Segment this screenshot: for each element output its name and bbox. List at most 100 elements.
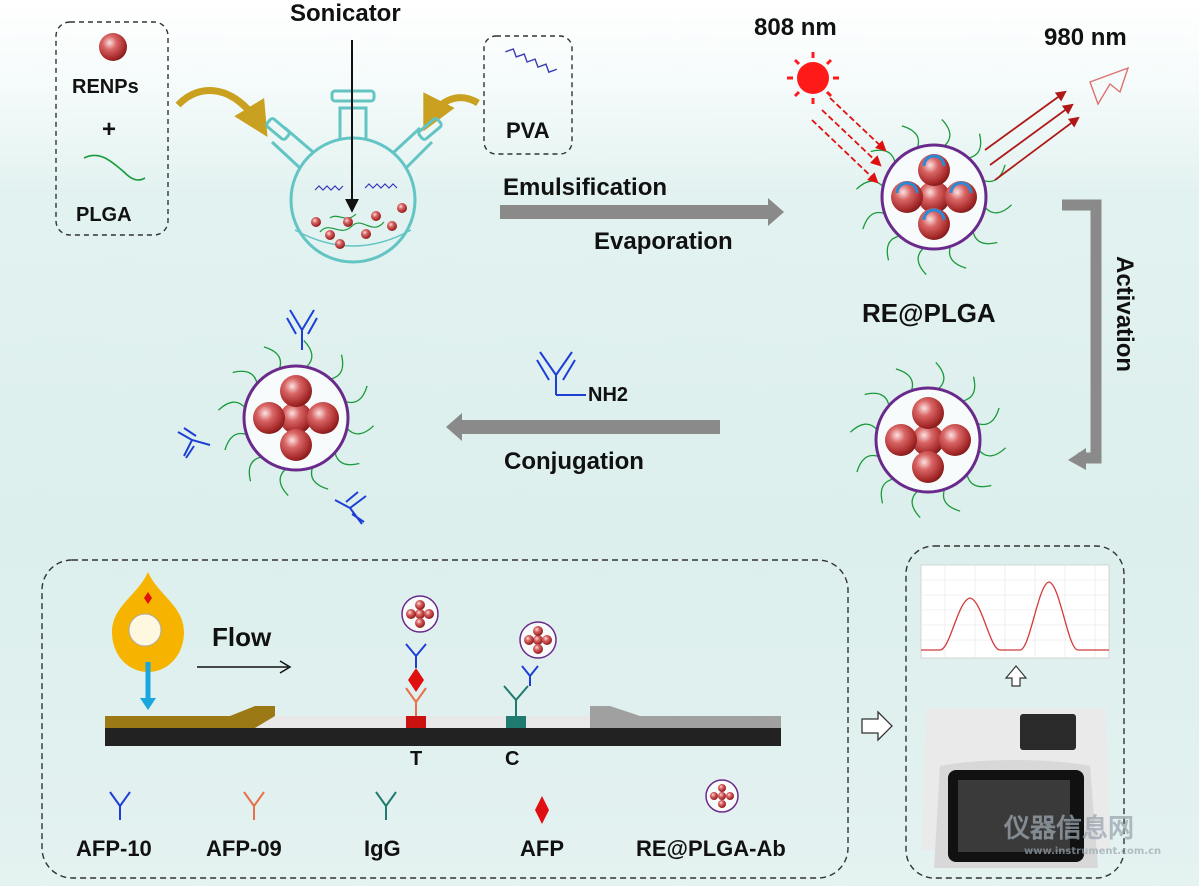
polymer-chain [962,376,976,402]
re-plga-particle-icon [880,143,988,251]
polymer-chain [263,346,282,369]
to-reader-arrow-icon [861,710,893,742]
polymer-chain [911,490,921,519]
polymer-chain [345,385,368,404]
polymer-chain [978,447,1007,457]
polymer-chain [968,133,982,159]
polymer-chain [984,204,1013,214]
watermark-url: www.instrument.com.cn [1024,846,1162,857]
conjugated-chains [217,339,375,497]
polymer-chain [870,149,896,163]
flow-arrowhead-icon [279,660,292,674]
c-line-capture-complex [503,621,557,716]
antibody-icon [177,309,367,525]
polymer-chain [948,246,967,269]
polymer-chain [849,423,878,433]
conjugated-particle-icon [242,364,350,472]
polymer-chain [977,407,1000,426]
polymer-chain [880,478,894,504]
watermark-brand: 仪器信息网 [1004,814,1135,844]
activated-chains [849,361,1007,519]
polymer-chain [232,370,258,384]
legend-label-igg: IgG [364,836,401,861]
control-line-label: C [505,748,520,770]
incident-light-arrows [811,97,887,184]
detector-icon [1089,66,1130,106]
legend-icons [109,779,739,824]
fluorescence-spectrum-plot [920,564,1110,659]
polymer-chain [303,339,313,368]
polymer-chain [334,452,360,466]
renp-particle-icon [99,33,127,61]
wavelength-980-label: 980 nm [1044,24,1127,51]
polymer-chain [217,401,246,411]
polymer-chain [972,231,998,245]
activation-arrow-head-icon [1068,448,1086,470]
activation-label: Activation [1111,256,1138,373]
renps-label: RENPs [72,76,139,98]
activated-particle-icon [874,386,982,494]
wavelength-808-label: 808 nm [754,14,837,41]
test-line [406,716,426,728]
polymer-chain [862,211,885,230]
reader-panel [905,545,1125,879]
lateral-flow-panel [41,559,849,879]
emulsification-arrow-icon [500,198,784,226]
polymer-chain [886,235,900,261]
polymer-chain [917,247,927,276]
control-line [506,716,526,728]
fluorescence-reader-device-icon [922,708,1110,868]
polymer-chain [856,454,879,473]
sample-flow-arrowhead-icon [140,698,156,710]
add-pva-arrow-icon [423,92,480,132]
polymer-chain [279,468,289,497]
polymer-chain [224,432,247,451]
polymer-chain [310,467,329,490]
polymer-chain [248,456,262,482]
flow-label: Flow [212,622,272,652]
sonicator-label: Sonicator [290,0,401,27]
t-line-capture-complex [401,595,439,716]
drop-particle-icon [128,613,162,647]
reagent-box-renps-plga [55,21,169,236]
emulsification-label: Emulsification [503,174,668,201]
polymer-chain [935,361,945,390]
pva-chain-icon [505,48,558,74]
test-line-label: T [410,748,423,770]
antibody-nh2-icon [536,351,586,396]
emission-light-arrows [984,90,1080,181]
legend-label-re-plga-ab: RE@PLGA-Ab [636,836,786,861]
pva-label: PVA [506,118,550,143]
flask-contents [311,183,407,249]
nh2-label: NH2 [588,384,629,406]
polymer-chain [941,118,951,147]
legend-label-afp: AFP [520,836,564,861]
plus-label: + [102,116,117,143]
polymer-chain [864,392,890,406]
conjugation-arrow-icon [446,413,720,441]
polymer-chain [330,354,344,380]
polymer-chain [983,164,1006,183]
laser-808-source-icon [787,52,839,104]
evaporation-label: Evaporation [594,228,733,255]
polymer-chain [855,180,884,190]
reagent-box-pva [483,35,573,155]
legend-label-afp09: AFP-09 [206,836,282,861]
plga-chain-icon [83,154,146,181]
polymer-chain [966,474,992,488]
legend-label-afp10: AFP-10 [76,836,152,861]
polymer-chain [901,125,920,148]
test-strip [105,706,781,746]
polymer-chain [942,489,961,512]
plga-label: PLGA [76,204,132,226]
drop-afp-icon [144,592,152,604]
conjugation-label: Conjugation [504,448,644,475]
three-neck-flask-icon [265,89,443,264]
up-arrow-icon [1004,665,1028,687]
add-renps-arrow-icon [175,87,268,137]
polymer-chain [346,425,375,435]
re-plga-label: RE@PLGA [862,298,996,328]
activation-arrow-icon [1062,199,1102,464]
